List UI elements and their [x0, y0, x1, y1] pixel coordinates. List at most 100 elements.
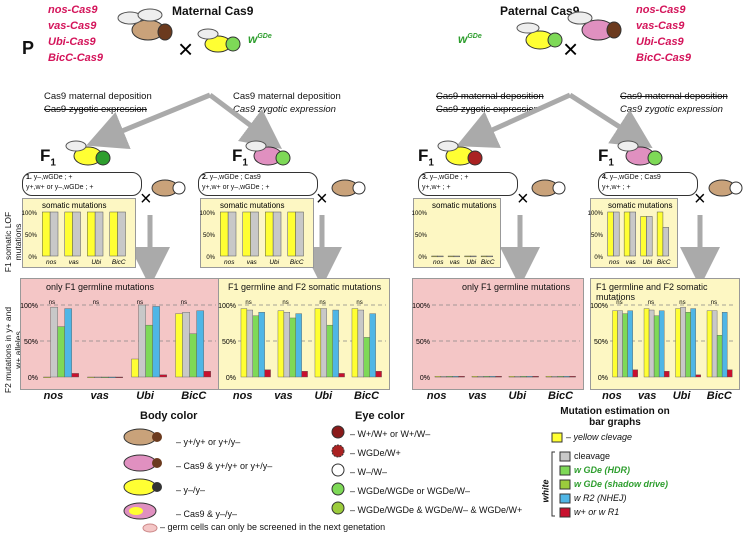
somatic-bar-1-nos-1 [49, 211, 59, 257]
f2-bar-1-BicC-3 [196, 310, 204, 378]
somatic-bar-2-nos-1 [227, 211, 237, 257]
somatic-bar-2-vas-1 [250, 211, 259, 257]
somatic-tick-4-1: 50% [591, 233, 604, 239]
f2-tick-1-2: 0% [28, 375, 38, 382]
body-legend-fly-4 [123, 502, 157, 520]
cat-vas-2: vas [274, 390, 293, 402]
cross-b-paternal: Cas9 maternal deposition Cas9 zygotic ex… [620, 90, 728, 116]
somatic-bar-3-Ubi-1 [470, 255, 477, 258]
f2-tick-2-0: 100% [218, 303, 236, 310]
f2-bar-2-vas-4 [301, 371, 308, 378]
somatic-bar-3-vas-1 [453, 255, 460, 258]
somatic-cat-3-BicC: BicC [481, 259, 495, 266]
eye-row-2: – WGDe/W+ [350, 448, 401, 458]
parent-female-fly-left [117, 8, 173, 41]
somatic-cat-2-nos: nos [224, 259, 235, 266]
backcross-male-4 [708, 179, 743, 197]
wgde-label-left: wGDe [248, 32, 272, 46]
f2-ns-4-vas: ns [648, 300, 654, 306]
eye-legend-text: – W+/W+ or W+/W– – WGDe/W+ – W–/W– – WGD… [350, 425, 522, 520]
zygotic-expression-text: Cas9 zygotic expression [233, 104, 336, 115]
f2-panel-3 [412, 278, 584, 390]
f2-tick-1-1: 50% [24, 339, 38, 346]
f2-bar-3-BicC-4 [569, 376, 576, 378]
f2-bar-3-Ubi-4 [532, 376, 539, 378]
legend-body-title: Body color [140, 410, 198, 422]
germ-note: – germ cells can only be screened in the… [160, 522, 386, 532]
f2-ns-1-vas: ns [93, 300, 99, 306]
somatic-cat-2-BicC: BicC [290, 259, 304, 266]
f1-fly-2 [245, 140, 291, 166]
somatic-cat-2-Ubi: Ubi [269, 259, 279, 266]
f2-bar-2-vas-3 [295, 313, 302, 378]
cross-a-paternal-expression: Cas9 maternal deposition Cas9 zygotic ex… [233, 90, 341, 116]
cross-b-deposition: Cas9 maternal deposition Cas9 zygotic ex… [436, 90, 544, 116]
f2-bar-1-Ubi-3 [152, 306, 160, 378]
cat-ubi-3: Ubi [508, 390, 527, 402]
somatic-title-3: somatic mutations [432, 201, 496, 210]
f2-bar-2-BicC-4 [375, 371, 382, 378]
somatic-bar-4-Ubi-1 [646, 216, 653, 257]
f2-bar-2-nos-3 [258, 312, 265, 378]
cross-symbol-right: × [563, 34, 578, 64]
body-legend-fly-2 [123, 454, 162, 472]
f2-panel-1-title: only F1 germline mutations [46, 282, 155, 292]
backcross-male-2 [331, 179, 366, 197]
somatic-tick-1-0: 100% [22, 211, 38, 217]
mut-row-cleavage: cleavage [574, 451, 611, 461]
f1-fly-3 [437, 140, 483, 166]
f2-bar-4-nos-4 [632, 369, 638, 378]
somatic-tick-2-1: 50% [203, 233, 216, 239]
f2-bar-1-nos-0 [43, 376, 51, 379]
somatic-cat-3-Ubi: Ubi [466, 259, 476, 266]
eye-row-4: – WGDe/WGDe or WGDe/W– [350, 486, 471, 496]
cat-ubi-4: Ubi [672, 390, 691, 402]
f2-ns-4-Ubi: ns [679, 300, 685, 306]
somatic-cat-1-nos: nos [46, 259, 57, 266]
somatic-cat-4-BicC: BicC [657, 259, 671, 266]
f2-bar-2-Ubi-3 [332, 309, 339, 378]
mut-row-yellow: – yellow clevage [566, 432, 633, 442]
somatic-title-2: somatic mutations [220, 201, 284, 210]
wgde-label-right: wGDe [458, 32, 482, 46]
line-nos: nos-Cas9 [48, 4, 98, 16]
f2-panel-3-title: only F1 germline mutations [462, 282, 571, 292]
somatic-bar-4-nos-1 [613, 211, 620, 257]
cat-bicc-4: BicC [706, 390, 732, 402]
f2-bar-1-nos-4 [71, 373, 79, 378]
f2-tick-3-0: 100% [412, 303, 430, 310]
eye-green-mosaic-icon [331, 501, 345, 515]
f2-ns-4-BicC: ns [711, 300, 717, 306]
cat-nos-2: nos [232, 390, 253, 402]
cat-bicc-1: BicC [181, 390, 207, 402]
line-bicc-2: BicC-Cas9 [636, 52, 692, 64]
somatic-tick-2-2: 0% [206, 255, 215, 261]
f2-bar-1-vas-4 [115, 376, 123, 379]
paternal-cas9-lines: nos-Cas9 vas-Cas9 Ubi-Cas9 BicC-Cas9 [636, 2, 691, 66]
cat-vas-1: vas [90, 390, 109, 402]
f2-bar-1-nos-3 [64, 308, 72, 378]
eye-row-3: – W–/W– [350, 467, 388, 477]
f2-ns-2-vas: ns [282, 300, 288, 306]
f1-label-1: F1 [40, 146, 56, 169]
maternal-cas9-title: Maternal Cas9 [172, 4, 254, 18]
f2-tick-2-2: 0% [226, 375, 236, 382]
line-ubi-2: Ubi-Cas9 [636, 36, 684, 48]
body-row-1: – y+/y+ or y+/y– [176, 437, 241, 447]
legend-eye-title: Eye color [355, 410, 405, 422]
zygotic-expression-struck: Cas9 zygotic expression [44, 104, 147, 115]
cross-3-genotype: 3. y–,wGDe ; +y+,w+ ; + [418, 172, 518, 196]
backcross-male-3 [531, 179, 566, 197]
cat-ubi-1: Ubi [136, 390, 154, 402]
cat-vas-4: vas [638, 390, 657, 402]
parent-male-fly-left [197, 28, 241, 53]
mut-row-nhej: w R2 (NHEJ) [574, 493, 627, 503]
f2-bar-4-nos-3 [627, 310, 633, 378]
svg-text:×: × [140, 188, 152, 210]
eye-green-icon [331, 482, 345, 496]
f2-panel-4-title: F1 germline and F2 somatic mutations [596, 282, 708, 302]
f2-bar-4-Ubi-3 [690, 308, 696, 378]
